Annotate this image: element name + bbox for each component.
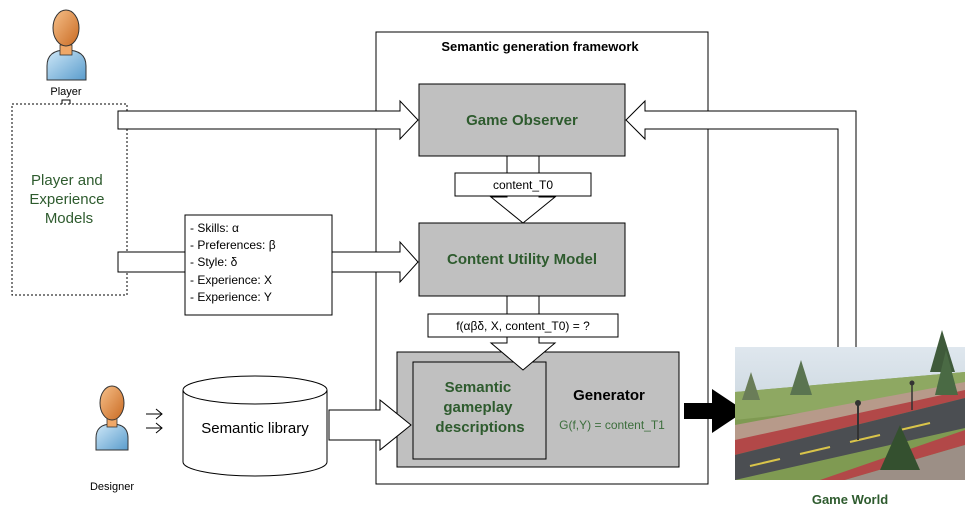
models-to-observer-arrow	[117, 99, 419, 141]
param-experience-y: - Experience: Y	[190, 290, 272, 304]
generator-label: Generator	[573, 387, 645, 404]
designer-label: Designer	[90, 481, 134, 493]
semantic-descriptions-label: Semantic gameplay descriptions	[435, 379, 524, 436]
parameters-box	[184, 214, 333, 316]
designer-icon	[95, 385, 129, 451]
player-icon	[46, 9, 87, 81]
game-observer-box	[418, 83, 626, 157]
framework-title: Semantic generation framework	[441, 39, 639, 54]
models-label: Player and Experience Models	[29, 172, 108, 227]
param-style: - Style: δ	[190, 255, 238, 269]
generator-formula: G(f,Y) = content_T1	[559, 418, 665, 432]
semantic-descriptions-box	[412, 361, 547, 460]
generator-to-world-arrow	[684, 389, 745, 433]
param-experience-x: - Experience: X	[190, 273, 272, 287]
parameters-list: - Skills: α - Preferences: β - Style: δ …	[190, 221, 279, 304]
semantic-library-label: Semantic library	[201, 420, 309, 437]
semantic-library-cylinder	[182, 375, 328, 477]
player-label: Player	[50, 86, 82, 98]
library-to-generator-arrow	[328, 398, 412, 452]
formula-box	[427, 313, 619, 338]
game-observer-label: Game Observer	[466, 112, 578, 129]
content-utility-label: Content Utility Model	[447, 251, 597, 268]
game-world-label: Game World	[812, 492, 888, 507]
designer-arrow-2	[146, 422, 163, 434]
models-box	[11, 103, 128, 296]
content-utility-box	[418, 222, 626, 297]
content-t0-label: content_T0	[493, 178, 553, 192]
world-to-observer-arrow	[625, 99, 857, 351]
designer-arrow-1	[146, 408, 163, 420]
param-preferences: - Preferences: β	[190, 238, 276, 252]
game-world-image	[735, 330, 965, 480]
formula-label: f(αβδ, X, content_T0) = ?	[456, 319, 590, 333]
content-t0-box	[454, 172, 592, 197]
param-skills: - Skills: α	[190, 221, 239, 235]
